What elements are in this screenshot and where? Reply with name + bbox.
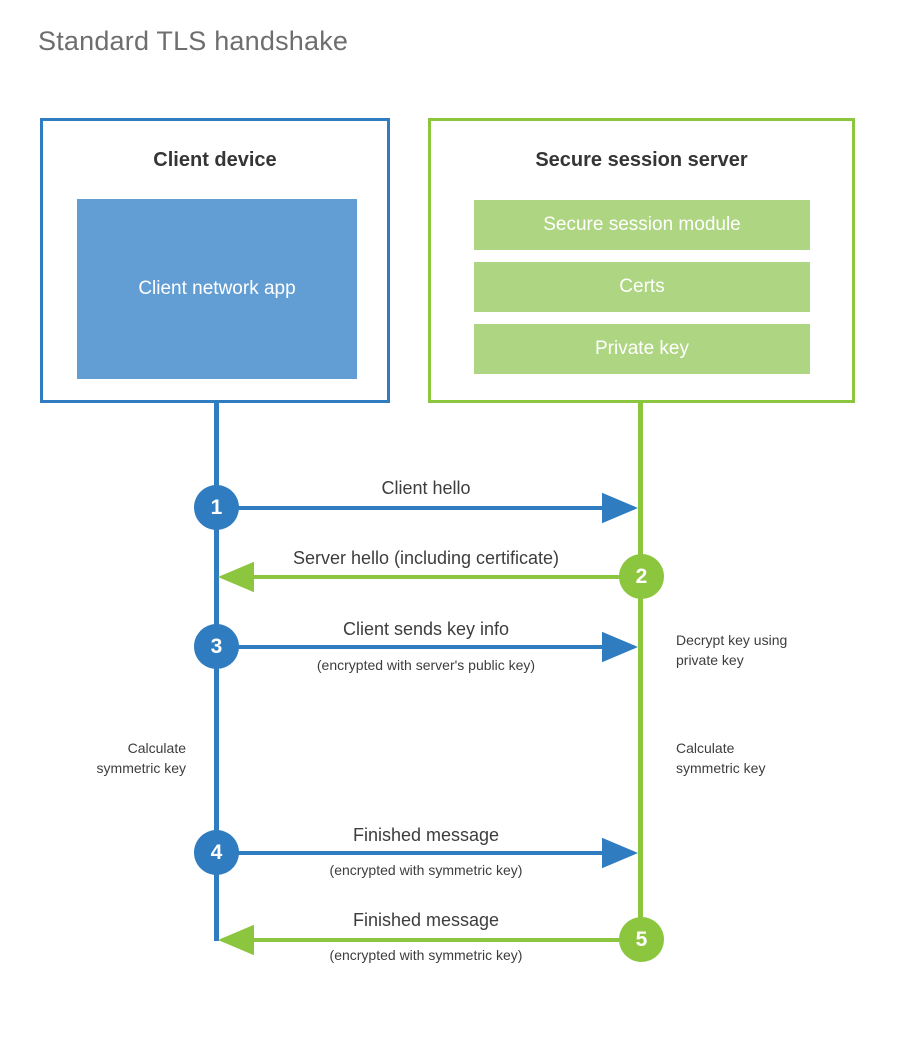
page-title: Standard TLS handshake xyxy=(38,26,349,56)
step-circle-2[interactable]: 2 xyxy=(619,554,664,599)
annotation-client-calculate-symmetric-key: Calculate symmetric key xyxy=(96,740,186,777)
step-4-primary-label: Finished message xyxy=(352,825,500,845)
step-5-secondary-label: (encrypted with symmetric key) xyxy=(329,947,523,963)
server-component-private-key: Private key xyxy=(474,324,810,374)
step-2-primary-label: Server hello (including certificate) xyxy=(292,548,560,568)
client-lifeline xyxy=(214,403,219,941)
step-circle-3[interactable]: 3 xyxy=(194,624,239,669)
step-1-primary-label: Client hello xyxy=(381,478,471,498)
secure-session-server-box: Secure session server Secure session mod… xyxy=(428,118,855,403)
step-4-secondary-label: (encrypted with symmetric key) xyxy=(329,862,523,878)
server-lifeline xyxy=(638,403,643,941)
step-circle-4[interactable]: 4 xyxy=(194,830,239,875)
client-device-box: Client device Client network app xyxy=(40,118,390,403)
annotation-server-calculate-symmetric-key: Calculate symmetric key xyxy=(676,740,766,777)
step-5-primary-label: Finished message xyxy=(352,910,500,930)
step-3-secondary-label: (encrypted with server's public key) xyxy=(316,657,536,673)
server-component-certs: Certs xyxy=(474,262,810,312)
annotation-server-decrypt: Decrypt key using private key xyxy=(676,632,788,669)
step-3-primary-label: Client sends key info xyxy=(342,619,510,639)
server-component-secure-session-module: Secure session module xyxy=(474,200,810,250)
secure-session-server-heading: Secure session server xyxy=(535,149,748,171)
client-device-heading: Client device xyxy=(153,149,277,171)
step-circle-1[interactable]: 1 xyxy=(194,485,239,530)
client-network-app-block: Client network app xyxy=(77,199,357,379)
step-circle-5[interactable]: 5 xyxy=(619,917,664,962)
